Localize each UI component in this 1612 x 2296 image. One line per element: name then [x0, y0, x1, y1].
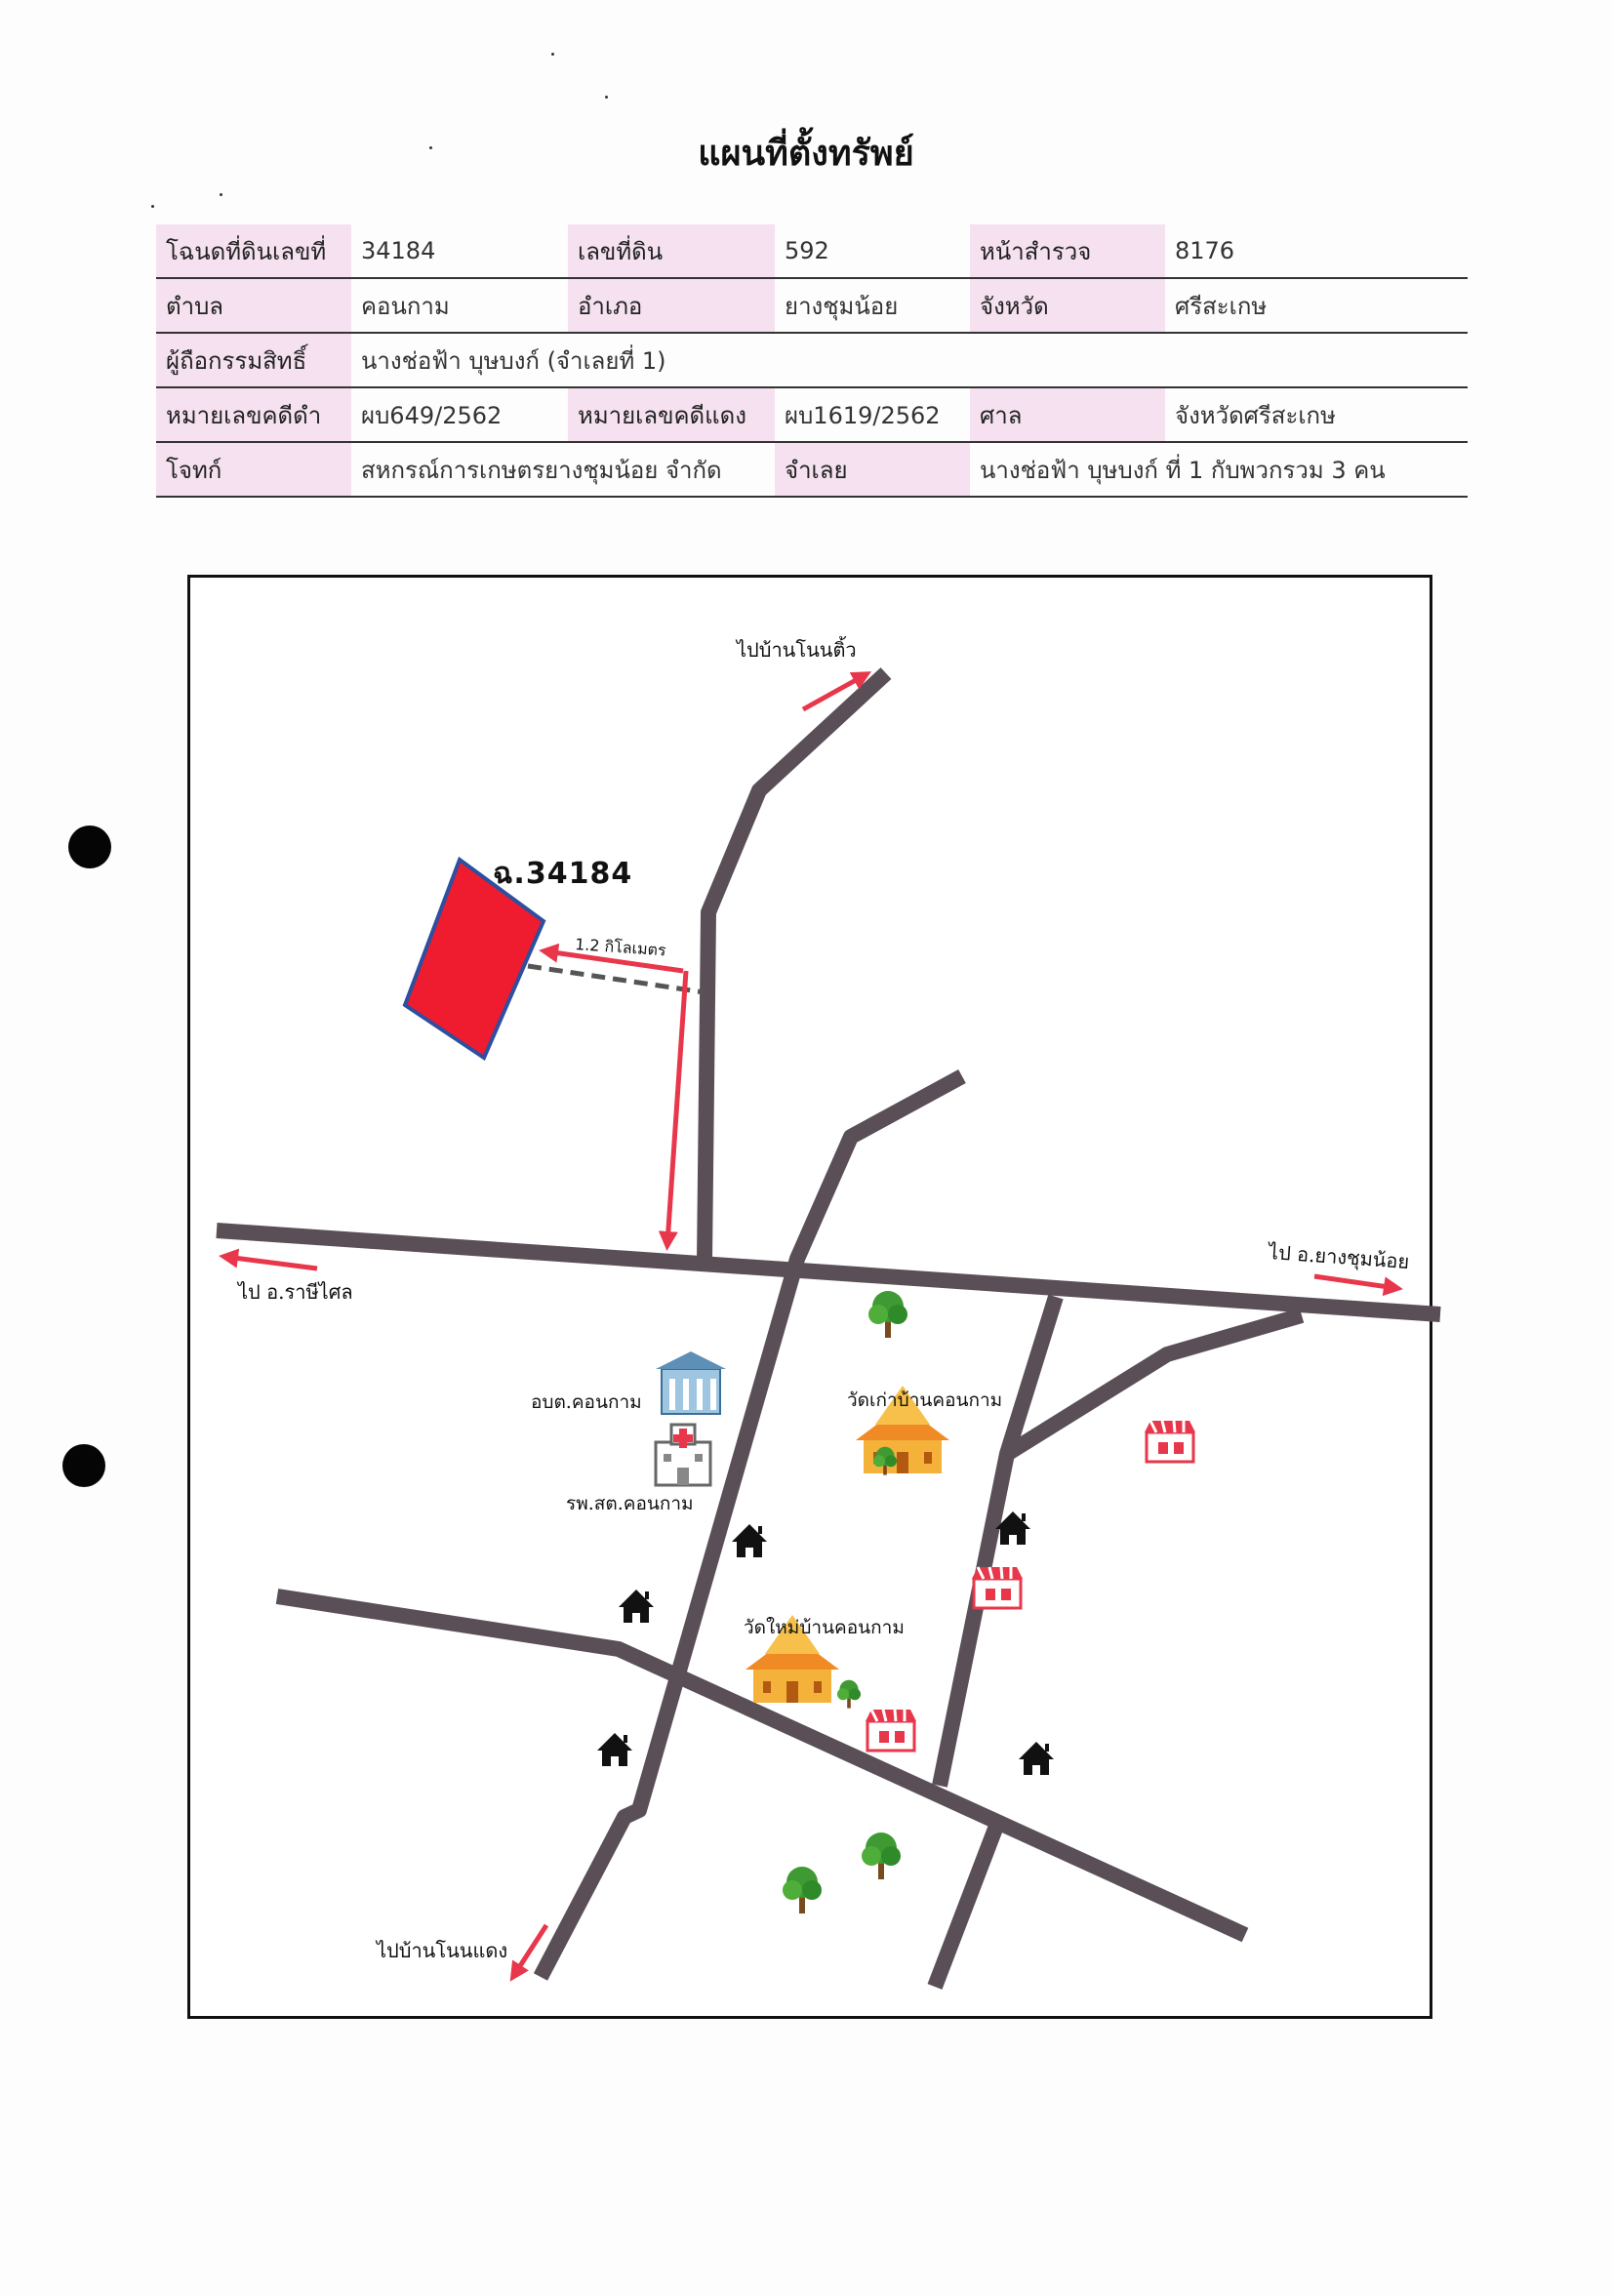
table-label: เลขที่ดิน [568, 224, 775, 279]
scan-speck [429, 146, 432, 149]
punch-hole [62, 1444, 105, 1487]
table-label: จำเลย [775, 442, 970, 498]
table-label: หมายเลขคดีดำ [156, 387, 351, 443]
tree-icon [837, 1679, 861, 1709]
destination-north-label: ไปบ้านโนนติ้ว [737, 638, 857, 662]
place-label-old-temple: วัดเก่าบ้านคอนกาม [847, 1390, 1003, 1411]
table-row: ผู้ถือกรรมสิทธิ์ นางช่อฟ้า บุษบงก์ (จำเล… [156, 333, 1468, 388]
table-label: โจทก์ [156, 442, 351, 498]
table-value: นางช่อฟ้า บุษบงก์ ที่ 1 กับพวกรวม 3 คน [970, 442, 1468, 498]
shop-icon [1143, 1419, 1197, 1464]
table-row: โฉนดที่ดินเลขที่ 34184 เลขที่ดิน 592 หน้… [156, 224, 1468, 279]
table-label: อำเภอ [568, 278, 775, 334]
east-arrow [1313, 1273, 1403, 1297]
table-value: 8176 [1165, 224, 1468, 279]
tree-icon [868, 1291, 907, 1338]
table-value: สหกรณ์การเกษตรยางชุมน้อย จำกัด [351, 442, 775, 498]
place-label-new-temple: วัดใหม่บ้านคอนกาม [744, 1617, 905, 1638]
hospital-icon [654, 1423, 712, 1487]
house-icon [732, 1524, 767, 1557]
destination-south-label: ไปบ้านโนนแดง [377, 1939, 508, 1962]
table-value: ผบ1619/2562 [775, 387, 970, 443]
road-north [697, 667, 892, 1262]
route-arrow-to-main-road [658, 970, 689, 1251]
punch-hole [68, 826, 111, 868]
shop-icon [970, 1565, 1025, 1610]
house-icon [597, 1733, 632, 1766]
tree-icon [783, 1867, 822, 1913]
place-label-sao: อบต.คอนกาม [531, 1391, 642, 1413]
roads [216, 667, 1441, 1990]
distance-arrow [539, 943, 684, 974]
distance-dashed-line [527, 963, 705, 995]
page-title: แผนที่ตั้งทรัพย์ [698, 133, 914, 174]
scan-speck [551, 53, 554, 56]
table-label: ผู้ถือกรรมสิทธิ์ [156, 333, 351, 388]
scan-speck [605, 96, 608, 99]
table-row: โจทก์ สหกรณ์การเกษตรยางชุมน้อย จำกัด จำเ… [156, 442, 1468, 498]
table-label: ศาล [970, 387, 1165, 443]
house-icon [1019, 1742, 1054, 1775]
table-value: นางช่อฟ้า บุษบงก์ (จำเลยที่ 1) [351, 333, 1468, 388]
table-value: จังหวัดศรีสะเกษ [1165, 387, 1468, 443]
table-label: ตำบล [156, 278, 351, 334]
table-label: โฉนดที่ดินเลขที่ [156, 224, 351, 279]
road-central-diagonal [533, 1068, 966, 1981]
table-label: หน้าสำรวจ [970, 224, 1165, 279]
road-south-east [927, 1826, 1003, 1990]
parcel-label: ฉ.34184 [493, 857, 633, 891]
table-value: 34184 [351, 224, 568, 279]
south-arrow [509, 1923, 549, 1982]
table-row: ตำบล คอนกาม อำเภอ ยางชุมน้อย จังหวัด ศรี… [156, 278, 1468, 334]
table-value: ผบ649/2562 [351, 387, 568, 443]
tree-icon [862, 1833, 901, 1879]
road-main-east-west [216, 1223, 1441, 1322]
table-row: หมายเลขคดีดำ ผบ649/2562 หมายเลขคดีแดง ผบ… [156, 387, 1468, 443]
house-icon [619, 1590, 654, 1623]
scan-speck [151, 205, 154, 208]
destination-west-label: ไป อ.ราษีไศล [238, 1280, 353, 1304]
property-info-table: โฉนดที่ดินเลขที่ 34184 เลขที่ดิน 592 หน้… [156, 224, 1468, 498]
building-icon [656, 1351, 726, 1415]
table-value: ยางชุมน้อย [775, 278, 970, 334]
table-value: 592 [775, 224, 970, 279]
north-arrow [801, 671, 871, 712]
table-value: คอนกาม [351, 278, 568, 334]
road-lower-east-west [275, 1589, 1249, 1943]
place-label-health-center: รพ.สต.คอนกาม [566, 1493, 694, 1514]
scan-speck [220, 193, 222, 196]
west-arrow [219, 1248, 318, 1271]
table-value: ศรีสะเกษ [1165, 278, 1468, 334]
table-label: หมายเลขคดีแดง [568, 387, 775, 443]
parcel-34184 [402, 856, 546, 1061]
table-label: จังหวัด [970, 278, 1165, 334]
shop-icon [864, 1708, 918, 1752]
road-east-branch-spur [1002, 1308, 1305, 1461]
road-east-branch [932, 1294, 1064, 1788]
